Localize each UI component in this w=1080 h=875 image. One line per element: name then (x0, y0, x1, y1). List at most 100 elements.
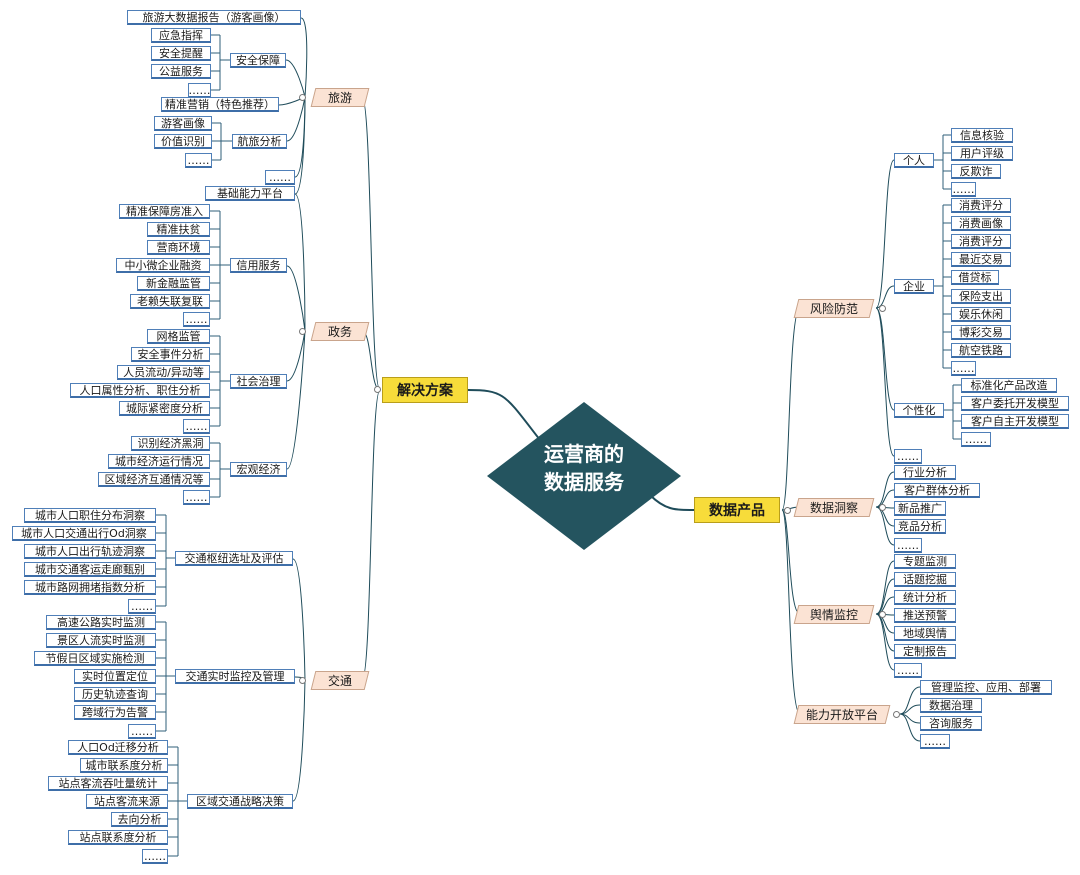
node-personal[interactable]: 个人 (894, 153, 934, 168)
leaf-reg-2[interactable]: 城市联系度分析 (80, 758, 168, 773)
leaf-public-service[interactable]: 公益服务 (151, 64, 211, 79)
leaf-statistics[interactable]: 统计分析 (894, 590, 956, 605)
leaf-ent-1[interactable]: 消费评分 (951, 198, 1011, 213)
leaf-custom-2[interactable]: 客户委托开发模型 (961, 396, 1069, 411)
leaf-reg-1[interactable]: 人口Od迁移分析 (68, 740, 168, 755)
topic-government[interactable]: 政务 (310, 322, 370, 341)
node-macro[interactable]: 宏观经济 (230, 462, 287, 477)
leaf-mon-6[interactable]: 跨域行为告警 (74, 705, 156, 720)
leaf-travel-more[interactable]: …… (265, 170, 295, 185)
node-aviation[interactable]: 航旅分析 (232, 134, 287, 149)
collapse-dot-open[interactable] (893, 711, 900, 718)
leaf-reg-6[interactable]: 站点联系度分析 (68, 830, 168, 845)
leaf-user-rating[interactable]: 用户评级 (951, 146, 1013, 161)
leaf-social-more[interactable]: …… (183, 419, 210, 434)
leaf-hub-more[interactable]: …… (128, 599, 156, 614)
collapse-dot-gov[interactable] (299, 328, 306, 335)
leaf-mon-more[interactable]: …… (128, 724, 156, 739)
leaf-customer-group[interactable]: 客户群体分析 (894, 483, 980, 498)
topic-opinion-monitoring[interactable]: 舆情监控 (793, 605, 875, 624)
leaf-anti-fraud[interactable]: 反欺诈 (951, 164, 1001, 179)
leaf-info-verify[interactable]: 信息核验 (951, 128, 1013, 143)
leaf-ent-6[interactable]: 保险支出 (951, 289, 1011, 304)
leaf-black-hole[interactable]: 识别经济黑洞 (131, 436, 210, 451)
leaf-topic-mining[interactable]: 话题挖掘 (894, 572, 956, 587)
collapse-dot-insight[interactable] (879, 504, 886, 511)
leaf-risk-more[interactable]: …… (894, 449, 922, 464)
node-custom[interactable]: 个性化 (894, 403, 944, 418)
leaf-ent-more[interactable]: …… (951, 361, 976, 376)
node-region[interactable]: 区域交通战略决策 (187, 794, 293, 809)
main-topic-solutions[interactable]: 解决方案 (382, 377, 468, 403)
leaf-city-economy[interactable]: 城市经济运行情况 (108, 454, 210, 469)
leaf-open-more[interactable]: …… (920, 734, 950, 749)
leaf-industry[interactable]: 行业分析 (894, 465, 956, 480)
main-topic-data-products[interactable]: 数据产品 (694, 497, 780, 523)
node-safety[interactable]: 安全保障 (230, 53, 286, 68)
leaf-personal-more[interactable]: …… (951, 182, 976, 197)
leaf-regional-opinion[interactable]: 地域舆情 (894, 626, 956, 641)
node-credit[interactable]: 信用服务 (230, 258, 287, 273)
leaf-flow[interactable]: 人员流动/异动等 (117, 365, 210, 380)
leaf-housing[interactable]: 精准保障房准入 (119, 204, 210, 219)
leaf-ent-5[interactable]: 借贷标 (951, 270, 999, 285)
leaf-mon-5[interactable]: 历史轨迹查询 (74, 687, 156, 702)
leaf-population[interactable]: 人口属性分析、职住分析 (70, 383, 210, 398)
leaf-hub-5[interactable]: 城市路网拥堵指数分析 (24, 580, 156, 595)
leaf-topic-monitor[interactable]: 专题监测 (894, 554, 956, 569)
collapse-dot-products[interactable] (784, 507, 791, 514)
leaf-reg-3[interactable]: 站点客流吞吐量统计 (48, 776, 168, 791)
leaf-grid[interactable]: 网格监管 (147, 329, 210, 344)
leaf-emergency[interactable]: 应急指挥 (151, 28, 211, 43)
leaf-basic-platform[interactable]: 基础能力平台 (205, 186, 295, 201)
leaf-aviation-more[interactable]: …… (185, 153, 212, 168)
topic-open-platform[interactable]: 能力开放平台 (793, 705, 891, 724)
leaf-precision-marketing[interactable]: 精准营销（特色推荐） (161, 97, 279, 112)
leaf-reg-5[interactable]: 去向分析 (111, 812, 168, 827)
leaf-mon-1[interactable]: 高速公路实时监测 (46, 615, 156, 630)
leaf-debtor[interactable]: 老赖失联复联 (130, 294, 210, 309)
leaf-hub-3[interactable]: 城市人口出行轨迹洞察 (24, 544, 156, 559)
collapse-dot-solutions[interactable] (374, 386, 381, 393)
leaf-regional-economy[interactable]: 区域经济互通情况等 (98, 472, 210, 487)
topic-data-insight[interactable]: 数据洞察 (793, 498, 875, 517)
leaf-reg-more[interactable]: …… (142, 849, 168, 864)
collapse-dot-traffic[interactable] (299, 677, 306, 684)
leaf-safety-alert[interactable]: 安全提醒 (151, 46, 211, 61)
leaf-mon-4[interactable]: 实时位置定位 (74, 669, 156, 684)
leaf-credit-more[interactable]: …… (183, 312, 210, 327)
collapse-dot-travel[interactable] (299, 94, 306, 101)
leaf-ent-8[interactable]: 博彩交易 (951, 325, 1011, 340)
leaf-poverty[interactable]: 精准扶贫 (147, 222, 210, 237)
leaf-tourist-profile[interactable]: 游客画像 (154, 116, 212, 131)
topic-risk-prevention[interactable]: 风险防范 (793, 299, 875, 318)
leaf-ent-9[interactable]: 航空铁路 (951, 343, 1011, 358)
leaf-ent-7[interactable]: 娱乐休闲 (951, 307, 1011, 322)
leaf-hub-4[interactable]: 城市交通客运走廊甄别 (24, 562, 156, 577)
leaf-competitor[interactable]: 竞品分析 (894, 519, 946, 534)
topic-traffic[interactable]: 交通 (310, 671, 370, 690)
center-topic[interactable]: 运营商的 数据服务 (509, 440, 659, 496)
leaf-fintech-reg[interactable]: 新金融监管 (137, 276, 210, 291)
leaf-mon-2[interactable]: 景区人流实时监测 (46, 633, 156, 648)
leaf-ent-2[interactable]: 消费画像 (951, 216, 1011, 231)
leaf-data-governance[interactable]: 数据治理 (920, 698, 982, 713)
leaf-push-alert[interactable]: 推送预警 (894, 608, 956, 623)
leaf-security-event[interactable]: 安全事件分析 (131, 347, 210, 362)
leaf-opinion-more[interactable]: …… (894, 663, 922, 678)
leaf-custom-3[interactable]: 客户自主开发模型 (961, 414, 1069, 429)
leaf-ent-3[interactable]: 消费评分 (951, 234, 1011, 249)
leaf-ent-4[interactable]: 最近交易 (951, 252, 1011, 267)
leaf-custom-more[interactable]: …… (961, 432, 991, 447)
node-social[interactable]: 社会治理 (230, 374, 287, 389)
leaf-consulting[interactable]: 咨询服务 (920, 716, 982, 731)
leaf-macro-more[interactable]: …… (183, 490, 210, 505)
leaf-value-id[interactable]: 价值识别 (154, 134, 212, 149)
collapse-dot-risk[interactable] (879, 305, 886, 312)
leaf-sme-finance[interactable]: 中小微企业融资 (116, 258, 210, 273)
leaf-insight-more[interactable]: …… (894, 538, 922, 553)
collapse-dot-opinion[interactable] (879, 611, 886, 618)
leaf-travel-report[interactable]: 旅游大数据报告（游客画像） (127, 10, 301, 25)
leaf-hub-2[interactable]: 城市人口交通出行Od洞察 (12, 526, 156, 541)
leaf-safety-more[interactable]: …… (188, 83, 211, 98)
